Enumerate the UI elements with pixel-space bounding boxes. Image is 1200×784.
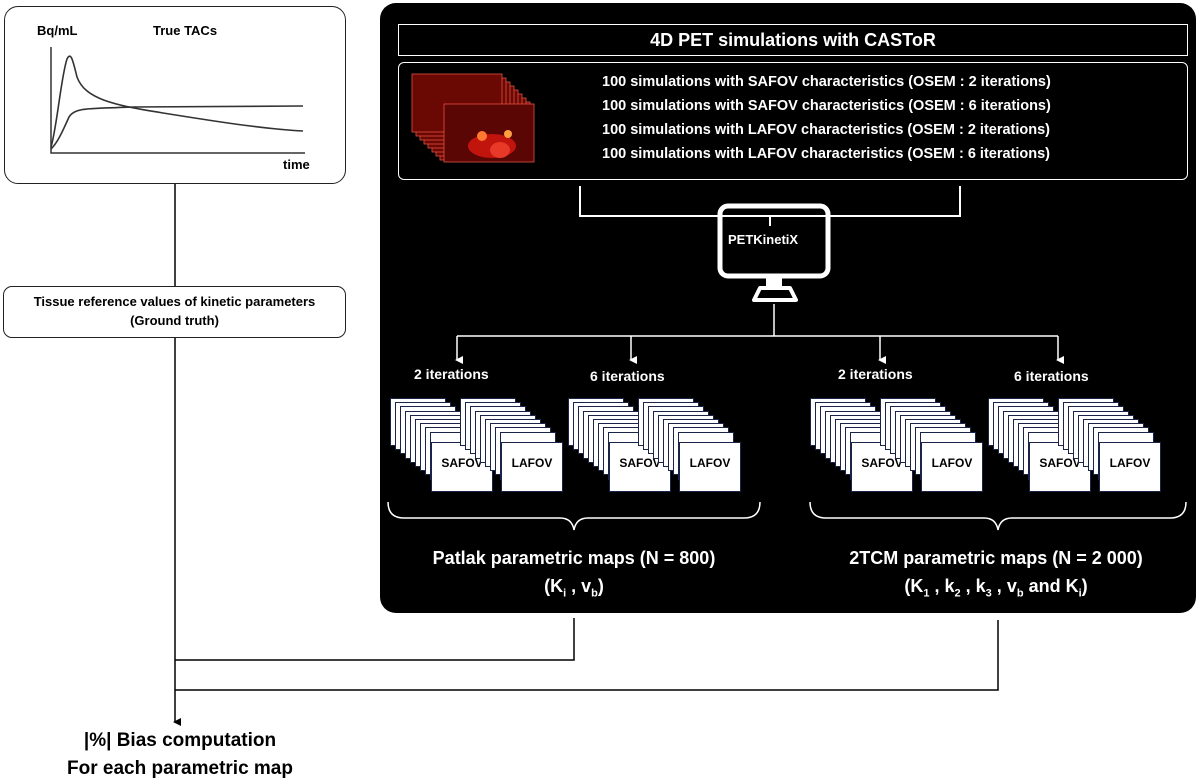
reference-values-box: Tissue reference values of kinetic param… (3, 286, 346, 338)
bias-computation-line-2: For each parametric map (67, 758, 293, 779)
2tcm-2it-lafov-stack: LAFOV (880, 398, 1000, 498)
bias-computation-line-1: |%| Bias computation (83, 730, 277, 751)
simulation-line-4: 100 simulations with LAFOV characteristi… (602, 146, 1051, 162)
wire-2tcm-to-bias (175, 620, 999, 691)
2tcm-title: 2TCM parametric maps (N = 2 000) (849, 548, 1143, 568)
simulation-title: 4D PET simulations with CASToR (398, 24, 1188, 56)
tac-curves (50, 47, 305, 154)
2tcm-brace (809, 501, 1187, 531)
simulation-line-3: 100 simulations with LAFOV characteristi… (602, 122, 1051, 138)
reference-line-1: Tissue reference values of kinetic param… (33, 294, 316, 309)
stack-label: LAFOV (1099, 441, 1161, 492)
stack-label: LAFOV (501, 441, 563, 492)
param-vb: vb (1006, 576, 1024, 600)
patlak-6it-lafov-stack: LAFOV (638, 398, 758, 498)
patlak-iter-6-label: 6 iterations (590, 368, 665, 384)
tac-x-label: time (283, 157, 310, 172)
stack-label: LAFOV (921, 441, 983, 492)
wire-patlak-to-bias (175, 618, 575, 661)
reference-line-2: (Ground truth) (130, 313, 219, 328)
2tcm-iter-2-label: 2 iterations (838, 366, 913, 382)
patlak-brace (387, 501, 761, 531)
patlak-params: (Ki , vb) (544, 576, 604, 600)
software-label: PETKinetiX (728, 232, 799, 247)
tac-title: True TACs (153, 23, 218, 38)
sim-bracket (579, 186, 961, 217)
tac-curve-blood (50, 55, 304, 148)
patlak-2it-safov-stack: SAFOV (390, 398, 510, 498)
patlak-6it-safov-stack: SAFOV (568, 398, 688, 498)
tac-axes (50, 47, 305, 154)
2tcm-2it-safov-stack: SAFOV (810, 398, 930, 498)
param-k2: k2 (944, 576, 961, 600)
tac-y-label: Bq/mL (37, 23, 78, 38)
monitor-icon (717, 203, 831, 302)
tac-curve-tissue (50, 105, 304, 150)
param-Ki: Ki (550, 576, 567, 600)
patlak-2it-lafov-stack: LAFOV (460, 398, 580, 498)
stack-label: LAFOV (679, 441, 741, 492)
2tcm-params: (K1 , k2 , k3 , vb and Ki) (904, 576, 1088, 600)
patlak-iter-2-label: 2 iterations (414, 366, 489, 382)
pet-image-stack (411, 73, 535, 163)
2tcm-iter-6-label: 6 iterations (1014, 368, 1089, 384)
patlak-title: Patlak parametric maps (N = 800) (432, 548, 716, 568)
param-k3: k3 (975, 576, 992, 600)
param-K1: K1 (910, 576, 930, 600)
simulation-line-1: 100 simulations with SAFOV characteristi… (602, 74, 1051, 90)
param-Ki: Ki (1065, 576, 1082, 600)
simulation-box (398, 62, 1188, 180)
simulation-line-2: 100 simulations with SAFOV characteristi… (602, 98, 1051, 114)
2tcm-6it-lafov-stack: LAFOV (1058, 398, 1178, 498)
true-tacs-box: Bq/mL True TACs time (4, 6, 346, 184)
param-vb: vb (581, 576, 598, 600)
